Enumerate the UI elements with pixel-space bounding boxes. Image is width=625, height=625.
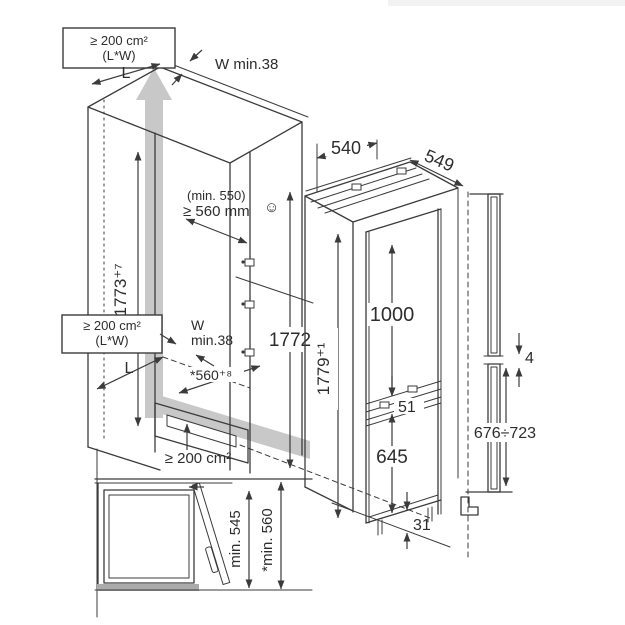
plan-open-door — [192, 482, 231, 586]
appliance-top-face — [304, 161, 459, 223]
plinth-gap-label: 31 — [413, 517, 431, 534]
vent-area-top-box — [62, 27, 176, 69]
plan-plinth-bar — [97, 584, 199, 591]
niche-inner-height-label: 1772 — [269, 330, 311, 351]
panel-gap-label: 4 — [525, 350, 534, 367]
upper-panel-section — [487, 193, 501, 357]
vent-area-side-line2: (L*W) — [95, 333, 128, 348]
lower-door-height-label: 645 — [376, 447, 408, 468]
niche-top-opening — [87, 66, 303, 164]
upper-door-height-label: 1000 — [370, 304, 415, 326]
vent-area-top-line1: ≥ 200 cm² — [90, 33, 148, 48]
plan-depth-min-label: min. 545 — [227, 510, 244, 568]
cropped-edge-artifact — [388, 0, 625, 6]
smiley-icon: ☺ — [264, 199, 279, 216]
niche-length-label-top: L — [122, 65, 131, 82]
hinge-icon — [241, 348, 255, 357]
appliance-width-label: 540 — [331, 138, 361, 158]
plan-niche-outline — [103, 489, 195, 584]
niche-plan-view: min. 545 *min. 560 — [94, 448, 313, 618]
airflow-up-arrow — [136, 68, 172, 418]
airflow-diagonal-arrow — [152, 393, 310, 459]
appliance-dimensions: 540 549 1779⁺¹ 1000 51 645 31 — [314, 138, 464, 549]
niche-vent-slot — [166, 414, 237, 448]
niche-outer-height-label: 1773⁺⁷ — [111, 264, 130, 317]
vent-area-side-box — [61, 314, 163, 354]
vent-area-top-line2: (L*W) — [102, 48, 135, 63]
wall-clearance-side-line1: W — [191, 317, 205, 333]
airflow-arrows — [136, 68, 310, 459]
wall-clearance-top-label: W min.38 — [215, 56, 278, 73]
appliance-height-label: 1779⁺¹ — [314, 342, 333, 395]
niche-length-label-mid: L — [125, 360, 134, 377]
door-panel-profile-view: 4 676÷723 — [460, 191, 540, 561]
niche-depth-note: (min. 550) — [187, 188, 246, 203]
door-gap-label: 51 — [398, 399, 416, 416]
vent-area-side-line1: ≥ 200 cm² — [83, 318, 141, 333]
hinge-icon — [241, 300, 255, 309]
hinge-icon — [241, 258, 255, 267]
mounting-bracket — [460, 496, 479, 516]
vent-area-bottom-label: ≥ 200 cm² — [165, 450, 232, 467]
lower-panel-range-label: 676÷723 — [474, 425, 536, 442]
niche-plinth — [154, 402, 249, 464]
niche-depth-bottom-label: *560⁺⁸ — [190, 367, 232, 383]
wall-clearance-side-line2: min.38 — [191, 332, 233, 348]
niche-dimensions: ≥ 200 cm² (L*W) L W min.38 1773⁺⁷ (min. … — [61, 27, 315, 469]
niche-depth-min-label: ≥ 560 mm — [183, 203, 250, 220]
plan-depth-min-starred-label: *min. 560 — [259, 508, 276, 571]
